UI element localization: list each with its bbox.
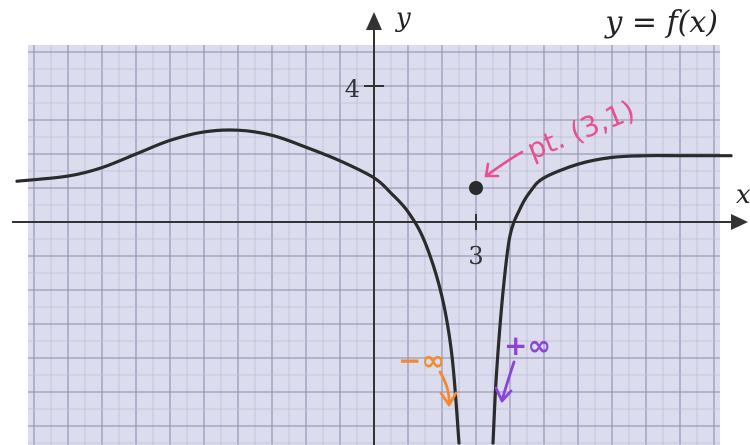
- grid-lines: [28, 45, 720, 445]
- pink-arrow-head: [484, 162, 500, 178]
- pink-arrow-shaft: [484, 150, 524, 178]
- y-axis-arrowhead: [366, 12, 382, 30]
- axes: [12, 12, 748, 445]
- chart-title: y = f(x): [603, 5, 718, 40]
- x-axis-arrowhead: [731, 214, 748, 230]
- annotation-plus-infinity: +∞: [504, 329, 551, 362]
- orange-arrow-head: [439, 391, 458, 407]
- x-axis-label: x: [736, 180, 750, 210]
- y-axis-label: y: [395, 3, 411, 33]
- annotation-minus-infinity: −∞: [398, 344, 445, 377]
- orange-arrow-shaft: [438, 370, 451, 406]
- point-3-1: [469, 181, 483, 195]
- purple-arrow-head: [494, 386, 513, 403]
- x-tick-label-3: 3: [468, 242, 483, 270]
- curves: [15, 128, 733, 445]
- purple-arrow-shaft: [500, 360, 516, 402]
- curve-left-branch: [15, 128, 461, 445]
- y-tick-label-4: 4: [345, 75, 360, 103]
- curve-right-branch: [491, 153, 733, 445]
- marks: [438, 150, 524, 407]
